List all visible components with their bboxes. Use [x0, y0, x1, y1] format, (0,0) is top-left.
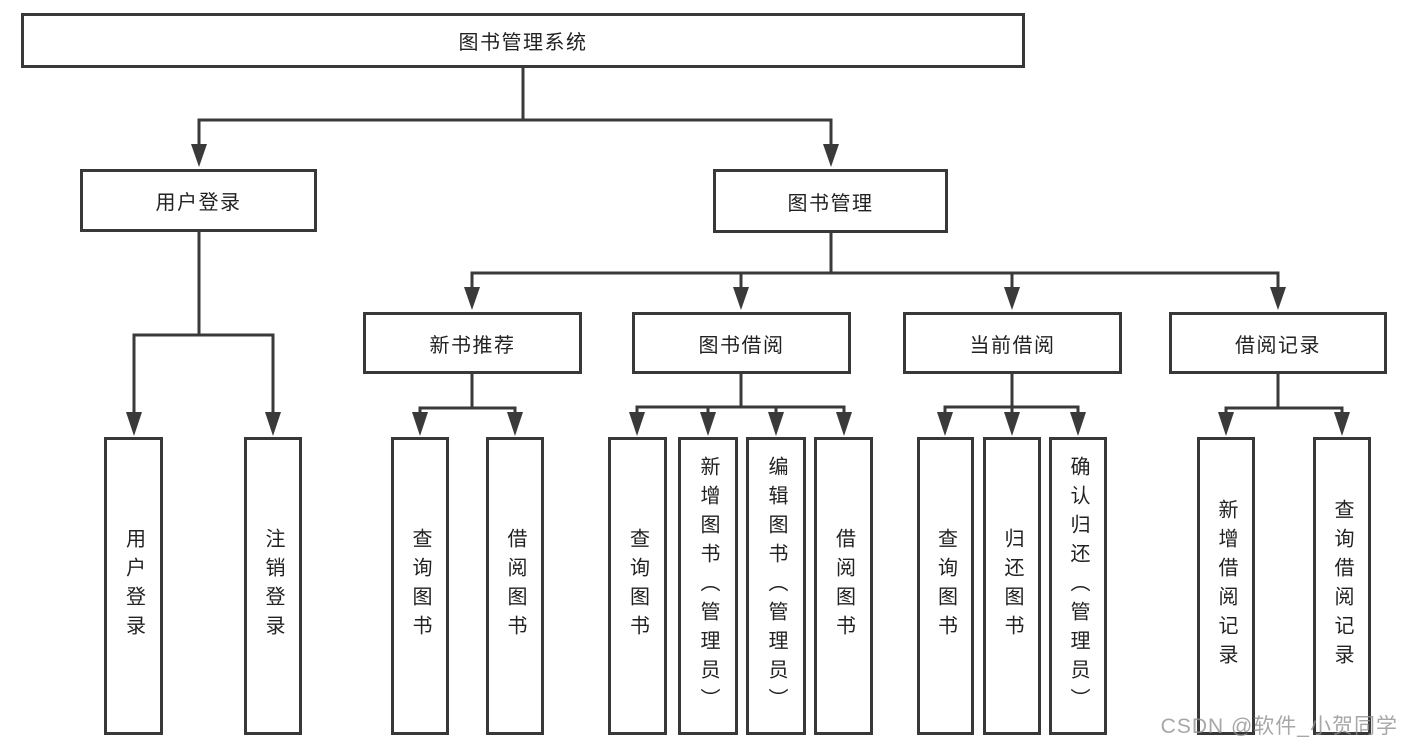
arrow-to-d1: [937, 412, 953, 436]
leaf-cb-return-books-label: 归还图书: [1001, 528, 1023, 644]
leaf-cb-confirm-return-admin: 确认归还（管理员）: [1049, 437, 1107, 735]
edge-borrow-branch: [635, 405, 846, 414]
arrow-to-d3: [1070, 412, 1086, 436]
arrow-to-e1: [1218, 412, 1234, 436]
leaf-bb-edit-books-admin: 编辑图书（管理员）: [746, 437, 806, 735]
leaf-cb-confirm-return-admin-label: 确认归还（管理员）: [1067, 455, 1089, 717]
arrow-to-l2d: [1270, 287, 1286, 310]
leaf-nb-query-books-label: 查询图书: [409, 528, 431, 644]
edge-bookmgmt-branch: [470, 271, 1280, 288]
edge-root-branch: [197, 118, 833, 146]
arrow-to-b1: [412, 412, 428, 436]
arrowheads: [126, 144, 1350, 436]
arrow-to-userlogin: [191, 144, 207, 167]
arrow-to-l2a: [464, 287, 480, 310]
leaf-br-add-record: 新增借阅记录: [1197, 437, 1255, 735]
arrow-to-c4: [836, 412, 852, 436]
node-current-borrow: 当前借阅: [903, 312, 1122, 374]
arrow-to-l2b: [733, 287, 749, 310]
node-book-management: 图书管理: [713, 169, 948, 233]
arrow-to-l2c: [1004, 287, 1020, 310]
arrow-to-a2: [265, 412, 281, 436]
arrow-to-a1: [126, 412, 142, 436]
node-new-book-recommend: 新书推荐: [363, 312, 582, 374]
leaf-bb-borrow-books-label: 借阅图书: [832, 528, 855, 644]
edge-records-branch: [1224, 406, 1344, 414]
leaf-bb-borrow-books: 借阅图书: [814, 437, 873, 735]
leaf-cb-query-books-label: 查询图书: [934, 528, 957, 644]
csdn-watermark: CSDN @软件_小贺同学: [1160, 715, 1398, 738]
arrow-to-b2: [507, 412, 523, 436]
leaf-cb-return-books: 归还图书: [983, 437, 1041, 735]
leaf-user-login: 用户登录: [104, 437, 163, 735]
node-root-book-management-system: 图书管理系统: [21, 13, 1025, 68]
leaf-nb-borrow-books-label: 借阅图书: [504, 528, 526, 644]
leaf-bb-query-books: 查询图书: [608, 437, 667, 735]
leaf-logout-login: 注销登录: [244, 437, 302, 735]
arrow-to-c1: [629, 412, 645, 436]
leaf-bb-edit-books-admin-label: 编辑图书（管理员）: [765, 455, 787, 717]
node-book-borrow: 图书借阅: [632, 312, 851, 374]
arrow-to-c3: [768, 412, 784, 436]
leaf-nb-query-books: 查询图书: [391, 437, 449, 735]
leaf-br-query-record-label: 查询借阅记录: [1331, 499, 1353, 673]
leaf-br-query-record: 查询借阅记录: [1313, 437, 1371, 735]
edge-userlogin-branch: [132, 333, 275, 414]
arrow-to-d2: [1004, 412, 1020, 436]
arrow-to-bookmgmt: [823, 144, 839, 167]
leaf-br-add-record-label: 新增借阅记录: [1215, 499, 1237, 673]
leaf-bb-query-books-label: 查询图书: [626, 528, 649, 644]
arrow-to-e2: [1334, 412, 1350, 436]
leaf-bb-add-books-admin: 新增图书（管理员）: [678, 437, 738, 735]
leaf-cb-query-books: 查询图书: [917, 437, 974, 735]
edge-newbook-branch: [418, 406, 517, 414]
leaf-nb-borrow-books: 借阅图书: [486, 437, 544, 735]
node-user-login: 用户登录: [80, 169, 317, 232]
arrow-to-c2: [700, 412, 716, 436]
leaf-user-login-label: 用户登录: [122, 528, 145, 644]
node-borrow-records: 借阅记录: [1169, 312, 1387, 374]
leaf-logout-login-label: 注销登录: [262, 528, 284, 644]
leaf-bb-add-books-admin-label: 新增图书（管理员）: [697, 455, 719, 717]
